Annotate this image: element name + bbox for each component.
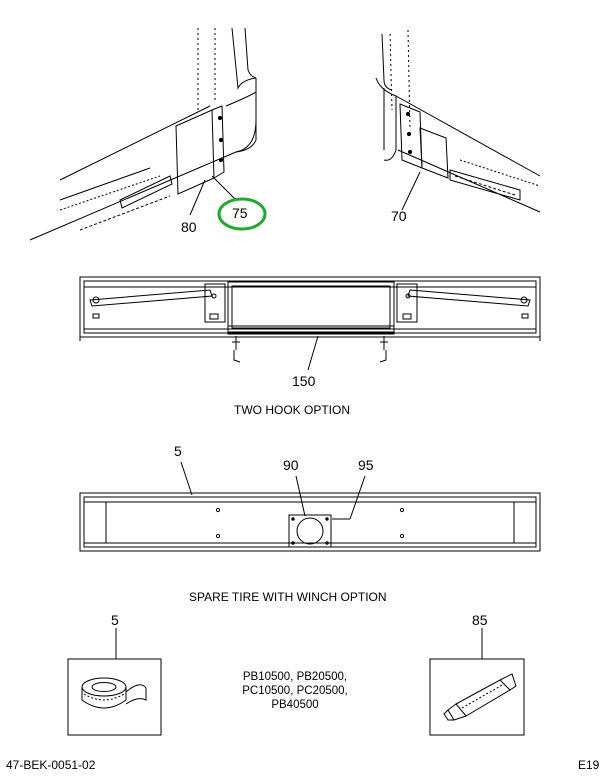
model-line: PC10500, PC20500, [242,685,348,697]
callout-highlight-ring [217,197,267,231]
callout-85[interactable]: 85 [472,612,488,628]
page-number: E19 [578,758,600,772]
leader-5-top [180,461,193,496]
model-applicability-list: PB10500, PB20500, PC10500, PC20500, PB40… [215,670,375,712]
bumper-right-corner-view [375,29,541,213]
bumper-left-corner-view [29,27,257,241]
callout-75[interactable]: 75 [232,205,248,221]
callout-150[interactable]: 150 [292,373,316,389]
leader-70 [401,171,421,211]
leader-150 [307,335,319,371]
caption-spare-tire-option: SPARE TIRE WITH WINCH OPTION [189,590,387,604]
model-line: PB40500 [271,699,319,711]
callout-5-bottom[interactable]: 5 [111,612,119,628]
leader-75 [211,175,237,201]
callout-5-top[interactable]: 5 [174,443,182,459]
two-hook-bumper-view [79,276,541,363]
spare-tire-bumper-view [79,492,541,552]
leader-90 [295,475,306,517]
callout-80[interactable]: 80 [181,219,197,235]
tape-roll-box [67,658,162,736]
callout-95[interactable]: 95 [358,457,374,473]
leader-95 [349,475,366,520]
document-id: 47-BEK-0051-02 [6,758,96,772]
sealant-tube-box [429,658,525,736]
callout-70[interactable]: 70 [391,208,407,224]
model-line: PB10500, PB20500, [242,671,348,683]
leader-80 [189,179,206,216]
caption-two-hook-option: TWO HOOK OPTION [234,403,350,417]
callout-90[interactable]: 90 [283,457,299,473]
